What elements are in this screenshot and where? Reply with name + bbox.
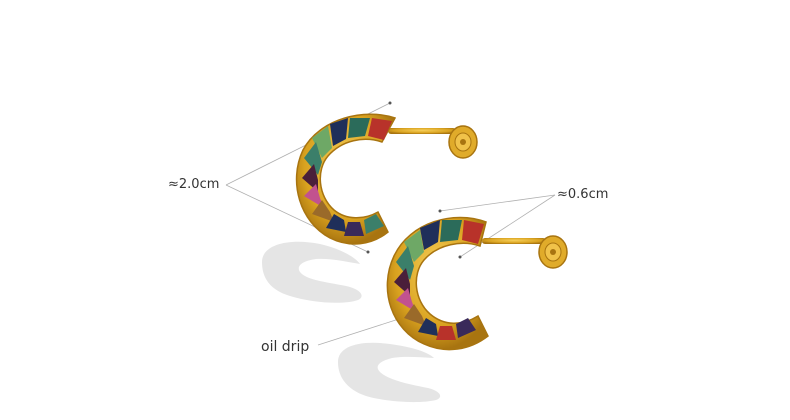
material-annotation: oil drip — [261, 339, 310, 355]
width-annotation: ≈0.6cm — [557, 187, 609, 202]
earring-left-image — [295, 113, 478, 245]
shadow-right — [338, 342, 441, 403]
shadow-left — [262, 241, 362, 303]
size-annotation: ≈2.0cm — [168, 177, 220, 192]
earring-right-image — [386, 216, 568, 351]
annotation-lines — [225, 102, 556, 346]
